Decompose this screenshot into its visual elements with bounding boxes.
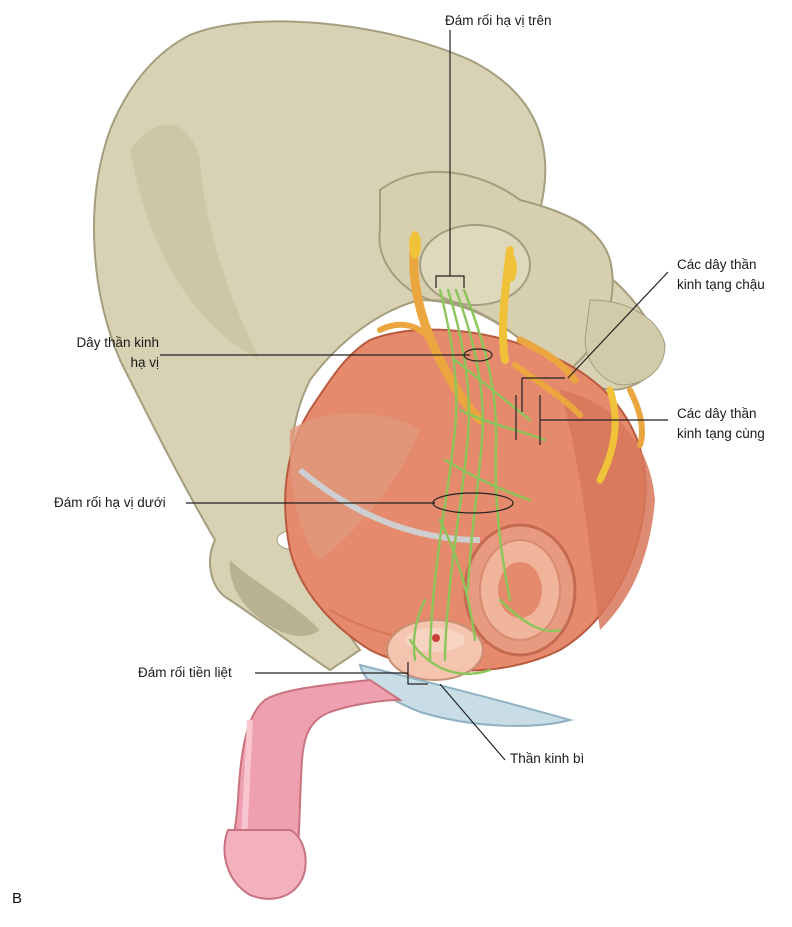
label-hypogastric-nerve-line1: Dây thần kinh [76, 335, 159, 350]
penis [223, 678, 404, 900]
panel-letter: B [12, 890, 23, 907]
label-superior-hypogastric-plexus: Đám rối hạ vị trên [445, 13, 552, 28]
label-prostatic-plexus: Đám rối tiền liệt [138, 665, 232, 680]
label-cavernous-nerve: Thần kinh bì [510, 751, 585, 766]
hip-bone [92, 20, 662, 672]
label-pelvic-splanchnic-line1: Các dây thần [677, 257, 757, 272]
leader-lines [160, 30, 669, 761]
label-sacral-splanchnic-line1: Các dây thần [677, 406, 757, 421]
label-pelvic-splanchnic-line2: kinh tạng chậu [677, 277, 765, 292]
label-hypogastric-nerve-line2: hạ vị [130, 355, 159, 370]
label-inferior-hypogastric-plexus: Đám rối hạ vị dưới [54, 495, 166, 510]
label-sacral-splanchnic-line2: kinh tạng cùng [677, 426, 765, 441]
prostate [386, 619, 484, 681]
autonomic-plexus [408, 288, 562, 675]
rectum [463, 523, 577, 657]
sacrum [378, 170, 666, 386]
